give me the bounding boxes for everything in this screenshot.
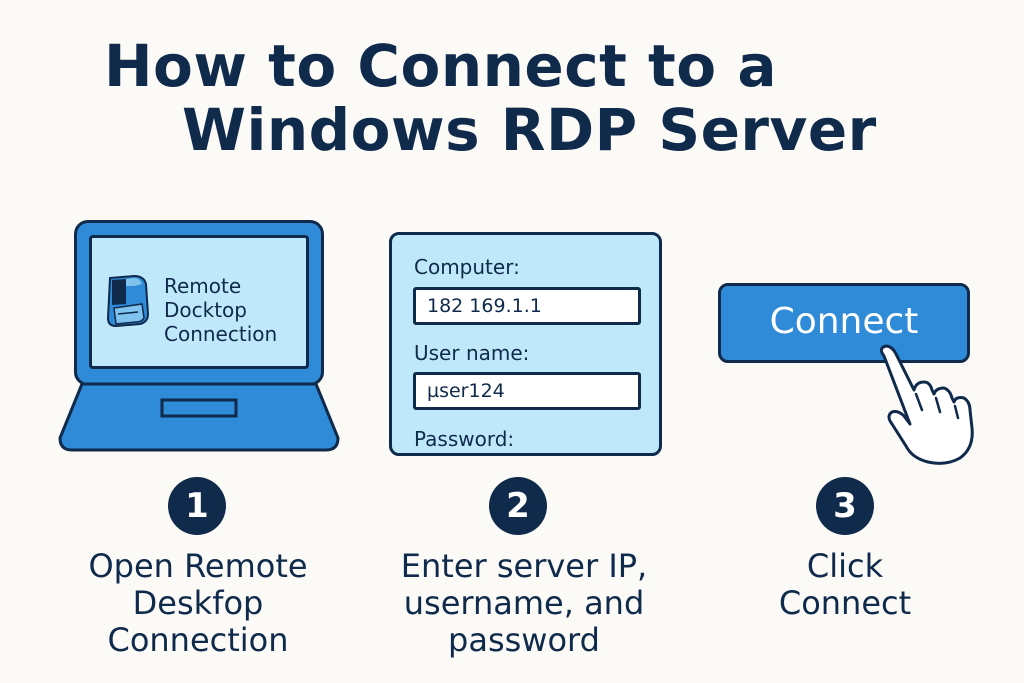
step-2-caption: Enter server IP, username, and password	[374, 548, 674, 659]
pointing-hand-icon	[879, 344, 974, 465]
step-2-line-2: username, and	[403, 584, 645, 622]
computer-field[interactable]: 182 169.1.1	[413, 287, 641, 325]
title-line-1: How to Connect to a	[104, 32, 777, 100]
step-2-line-1: Enter server IP,	[400, 547, 648, 585]
connect-button[interactable]: Connect	[718, 283, 970, 363]
step-3-line-2: Connect	[778, 584, 912, 622]
rdc-label-line-2: Docktop	[164, 298, 247, 322]
step-2-line-3: password	[448, 621, 600, 659]
rdp-login-form: Computer: 182 169.1.1 User name: µser124…	[389, 232, 662, 456]
step-3-badge: 3	[816, 477, 874, 535]
laptop-lid: Remote Docktop Connection	[74, 220, 324, 386]
password-label: Password:	[414, 427, 515, 451]
step-1-caption: Open Remote Deskfop Connection	[48, 548, 348, 659]
step-1-line-3: Connection	[107, 621, 289, 659]
step-1-line-1: Open Remote	[88, 547, 308, 585]
step-1-badge: 1	[168, 477, 226, 535]
remote-desktop-icon[interactable]	[104, 274, 152, 328]
username-field[interactable]: µser124	[413, 372, 641, 410]
rdc-label-line-3: Connection	[164, 322, 278, 346]
title-line-2: Windows RDP Server	[182, 96, 877, 164]
step-3-line-1: Click	[806, 547, 884, 585]
username-label: User name:	[414, 341, 530, 365]
step-2-badge: 2	[489, 477, 547, 535]
page-title: How to Connect to a Windows RDP Server	[0, 34, 1024, 162]
rdc-app-label[interactable]: Remote Docktop Connection	[164, 274, 277, 346]
rdc-label-line-1: Remote	[164, 274, 242, 298]
step-3-caption: Click Connect	[695, 548, 995, 622]
laptop-base	[58, 382, 340, 452]
laptop-screen: Remote Docktop Connection	[89, 235, 309, 369]
computer-label: Computer:	[414, 255, 520, 279]
step-1-line-2: Deskfop	[132, 584, 264, 622]
laptop-illustration: Remote Docktop Connection	[58, 220, 340, 452]
trackpad	[160, 398, 238, 418]
